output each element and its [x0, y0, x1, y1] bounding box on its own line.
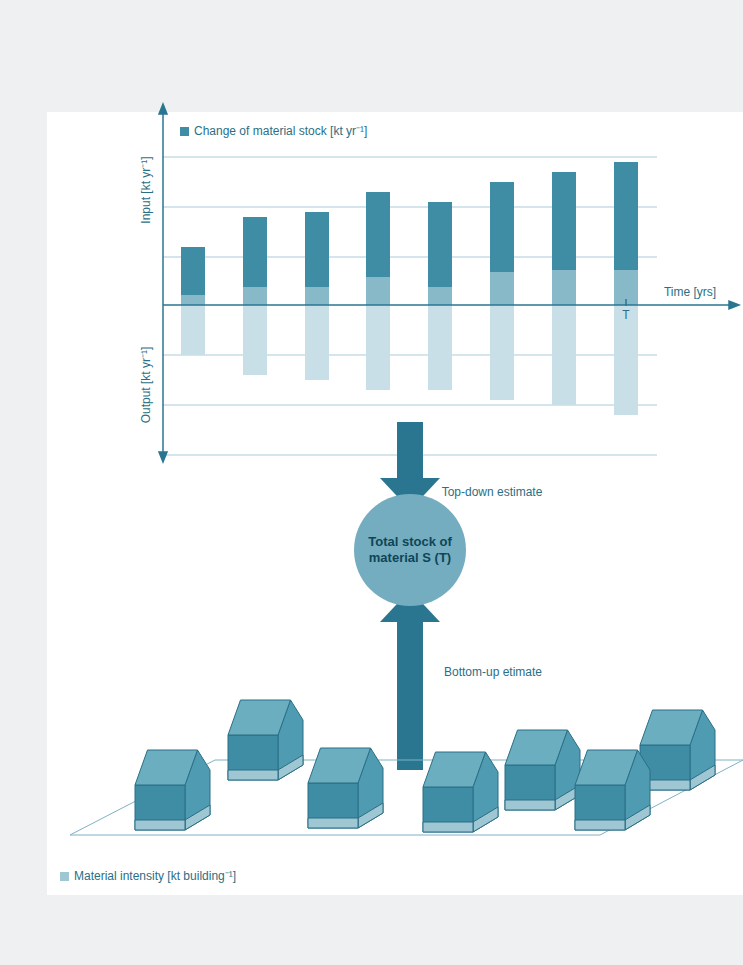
output-bar	[305, 305, 329, 380]
axis-label: Input [kt yr⁻¹]	[139, 156, 153, 223]
output-bar	[428, 305, 452, 390]
building	[505, 730, 580, 810]
legend-swatch	[180, 127, 189, 136]
stock-change-bar	[614, 162, 638, 270]
stock-change-bar	[366, 192, 390, 277]
input-bar	[366, 277, 390, 305]
building	[423, 752, 498, 832]
output-bar	[552, 305, 576, 405]
stock-change-bar	[428, 202, 452, 287]
output-bar	[366, 305, 390, 390]
input-bar	[305, 287, 329, 305]
stock-change-bar	[243, 217, 267, 287]
stock-change-bar	[552, 172, 576, 270]
input-bar	[490, 272, 514, 305]
building	[640, 710, 715, 790]
stock-circle: Total stock of material S (T)	[354, 494, 466, 606]
arrow-label: Bottom-up etimate	[444, 665, 542, 679]
arrow-label: Top-down estimate	[442, 485, 543, 499]
input-bar	[552, 270, 576, 305]
input-bar	[243, 287, 267, 305]
legend-text: Change of material stock [kt yr⁻¹]	[194, 124, 367, 138]
stock-change-bar	[490, 182, 514, 272]
output-bar	[181, 305, 205, 355]
axis-label: Time [yrs]	[664, 285, 716, 299]
legend-text: Material intensity [kt building⁻¹]	[74, 869, 236, 883]
output-bar	[243, 305, 267, 375]
time-marker: T	[621, 308, 630, 322]
input-bar	[181, 295, 205, 305]
stock-change-bar	[181, 247, 205, 295]
output-bar	[614, 305, 638, 415]
axis-label: Output [kt yr⁻¹]	[139, 347, 153, 424]
input-bar	[428, 287, 452, 305]
building	[575, 750, 650, 830]
building	[228, 700, 303, 780]
circle-text: Total stock of material S (T)	[367, 534, 453, 567]
output-bar	[490, 305, 514, 400]
input-bar	[614, 270, 638, 305]
legend-swatch	[60, 872, 69, 881]
building	[135, 750, 210, 830]
building	[308, 748, 383, 828]
stock-change-bar	[305, 212, 329, 287]
